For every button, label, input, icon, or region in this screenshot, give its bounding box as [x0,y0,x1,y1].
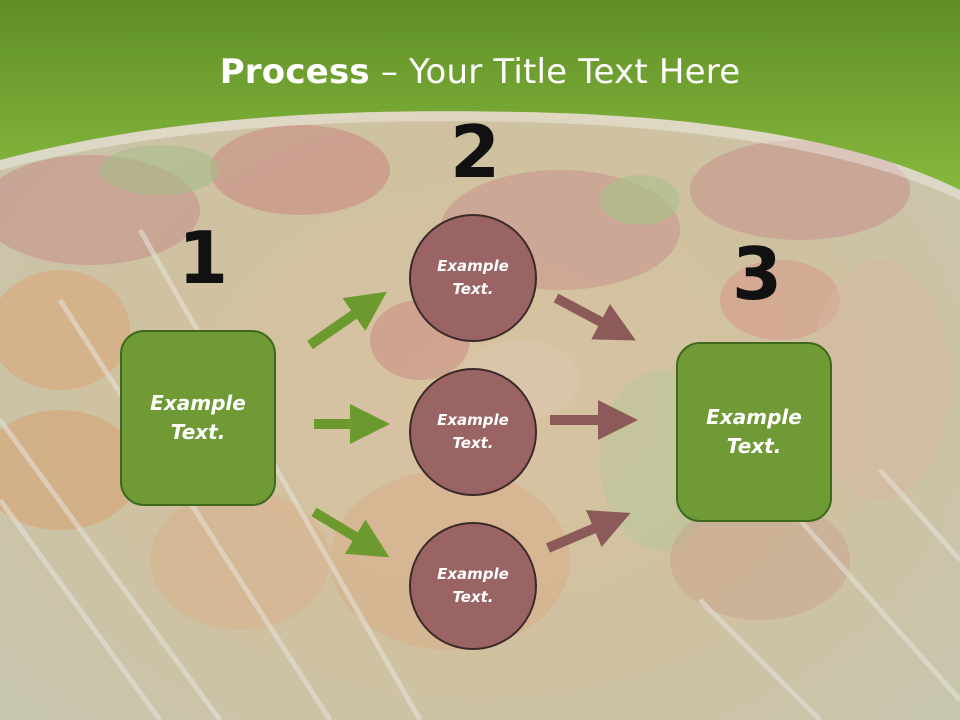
title-bold: Process [219,52,370,92]
right-box-text: Example Text. [706,405,802,458]
title-rest: – Your Title Text Here [369,52,741,92]
circle-middle-text: Example Text. [437,411,509,452]
arrow-maroon-up [546,510,631,553]
slide-title: Process – Your Title Text Here [0,52,960,92]
left-box-text: Example Text. [150,391,246,444]
circle-bottom: Example Text. [409,522,537,650]
arrow-green-down [311,507,390,558]
circle-top-text: Example Text. [437,257,509,298]
circle-top: Example Text. [409,214,537,342]
right-box: Example Text. [676,342,832,522]
step-number-3: 3 [732,232,783,316]
step-number-1: 1 [178,216,229,300]
circle-middle: Example Text. [409,368,537,496]
left-box: Example Text. [120,330,276,506]
arrow-green-up [307,291,387,350]
arrow-maroon-down [553,293,636,341]
step-number-2: 2 [450,110,501,194]
circle-bottom-text: Example Text. [437,565,509,606]
